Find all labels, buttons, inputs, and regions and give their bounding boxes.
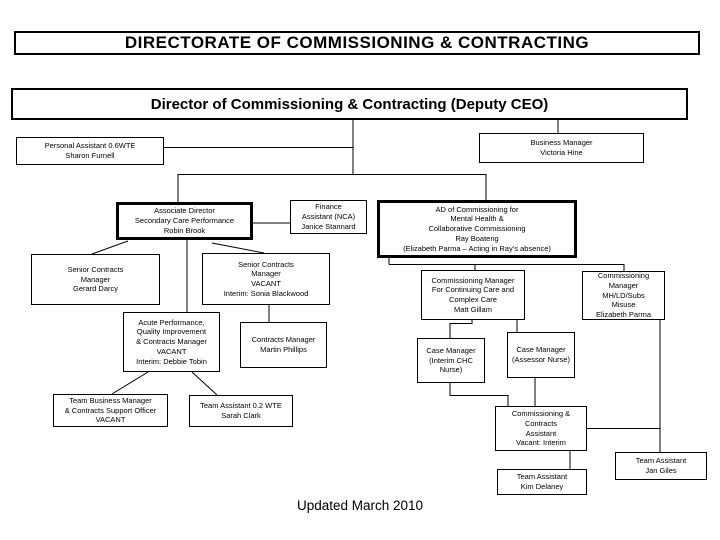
org-box-line: Commissioning & [511, 409, 571, 418]
org-box-line: Manager [608, 280, 639, 290]
org-box-line: Robin Brook [163, 225, 206, 235]
org-box-line: Victoria Hine [540, 148, 583, 157]
org-box-line: Secondary Care Performance [134, 216, 235, 226]
org-box-line: Quality Improvement [136, 327, 207, 337]
org-box-line: Team Assistant 0.2 WTE [200, 401, 282, 411]
connector-line [449, 383, 509, 406]
org-box-line: Sarah Clark [221, 411, 261, 420]
org-box-team-business-manager: Team Business Manager& Contracts Support… [53, 394, 168, 427]
org-box-line: Senior Contracts [238, 259, 294, 269]
org-box-line: (Assessor Nurse) [512, 355, 570, 364]
org-box-line: Martin Phillips [260, 345, 307, 354]
org-box-line: Team Assistant [516, 472, 568, 482]
org-box-line: Senior Contracts [67, 264, 124, 274]
connector-line [211, 242, 265, 254]
connector-line [91, 240, 129, 255]
org-box-line: MH/LD/Subs [602, 290, 645, 300]
org-box-line: Business Manager [530, 138, 593, 148]
org-box-line: Janice Stannard [301, 221, 356, 231]
org-box-line: Case Manager [426, 345, 476, 355]
connector-line [449, 320, 473, 338]
org-box-line: Assistant (NCA) [301, 212, 356, 222]
org-box-line: Elizabeth Parma [595, 310, 652, 320]
org-box-line: Manager [251, 269, 281, 279]
org-box-line: Team Business Manager [69, 395, 152, 405]
org-box-line: Assistant [525, 428, 557, 438]
org-box-case-manager-assessor-nurse: Case Manager(Assessor Nurse) [507, 332, 575, 378]
org-box-line: Nurse) [439, 365, 463, 375]
org-box-line: Interim: Debbie Tobin [136, 356, 207, 366]
org-box-line: Case Manager [516, 345, 566, 355]
org-box-line: Complex Care [449, 295, 497, 304]
org-box-line: Acute Performance, [138, 317, 205, 327]
org-box-line: AD of Commissioning for [435, 204, 519, 214]
updated-note: Updated March 2010 [296, 498, 424, 513]
org-box-line: Ray Boateng [455, 233, 499, 243]
org-box-line: Sharon Furnell [65, 151, 115, 160]
org-box-line: Mental Health & [450, 214, 504, 224]
org-box-line: Misuse [611, 300, 636, 310]
org-box-line: Interim: Sonia Blackwood [223, 288, 309, 298]
org-box-acute-performance-manager: Acute Performance,Quality Improvement& C… [123, 312, 220, 372]
org-box-line: For Continuing Care and [431, 285, 515, 295]
org-box-line: Matt Gillam [454, 304, 492, 314]
org-box-line: Commissioning [597, 271, 650, 281]
org-box-line: VACANT [251, 279, 281, 288]
org-box-line: Associate Director [154, 206, 215, 216]
org-box-line: Commissioning Manager [431, 275, 515, 285]
director-box: Director of Commissioning & Contracting … [11, 88, 688, 120]
org-box-line: (Elizabeth Parma – Acting in Ray’s absen… [403, 243, 551, 253]
org-box-line: & Contracts Manager [136, 337, 207, 347]
org-box-line: VACANT [95, 415, 126, 425]
directorate-title: DIRECTORATE OF COMMISSIONING & CONTRACTI… [14, 31, 700, 55]
org-box-line: Vacant: Interim [516, 438, 566, 448]
org-box-line: Finance [315, 202, 342, 212]
org-box-line: Team Assistant [635, 456, 687, 466]
org-box-line: Manager [80, 274, 111, 284]
connector-line [111, 371, 149, 395]
org-box-line: & Contracts Support Officer [64, 405, 157, 415]
org-box-line: (Interim CHC [429, 355, 473, 365]
org-box-line: Gerard Darcy [72, 284, 118, 294]
org-box-line: Jan Giles [645, 466, 677, 475]
org-box-line: Collaborative Commissioning [428, 224, 526, 234]
connector-line [191, 371, 218, 396]
org-box-line: Contracts [524, 418, 558, 428]
org-box-line: Personal Assistant 0.6WTE [44, 141, 136, 151]
org-box-line: VACANT [156, 346, 187, 356]
org-box-line: Contracts Manager [251, 335, 316, 345]
org-box-line: Kim Delaney [520, 482, 564, 491]
